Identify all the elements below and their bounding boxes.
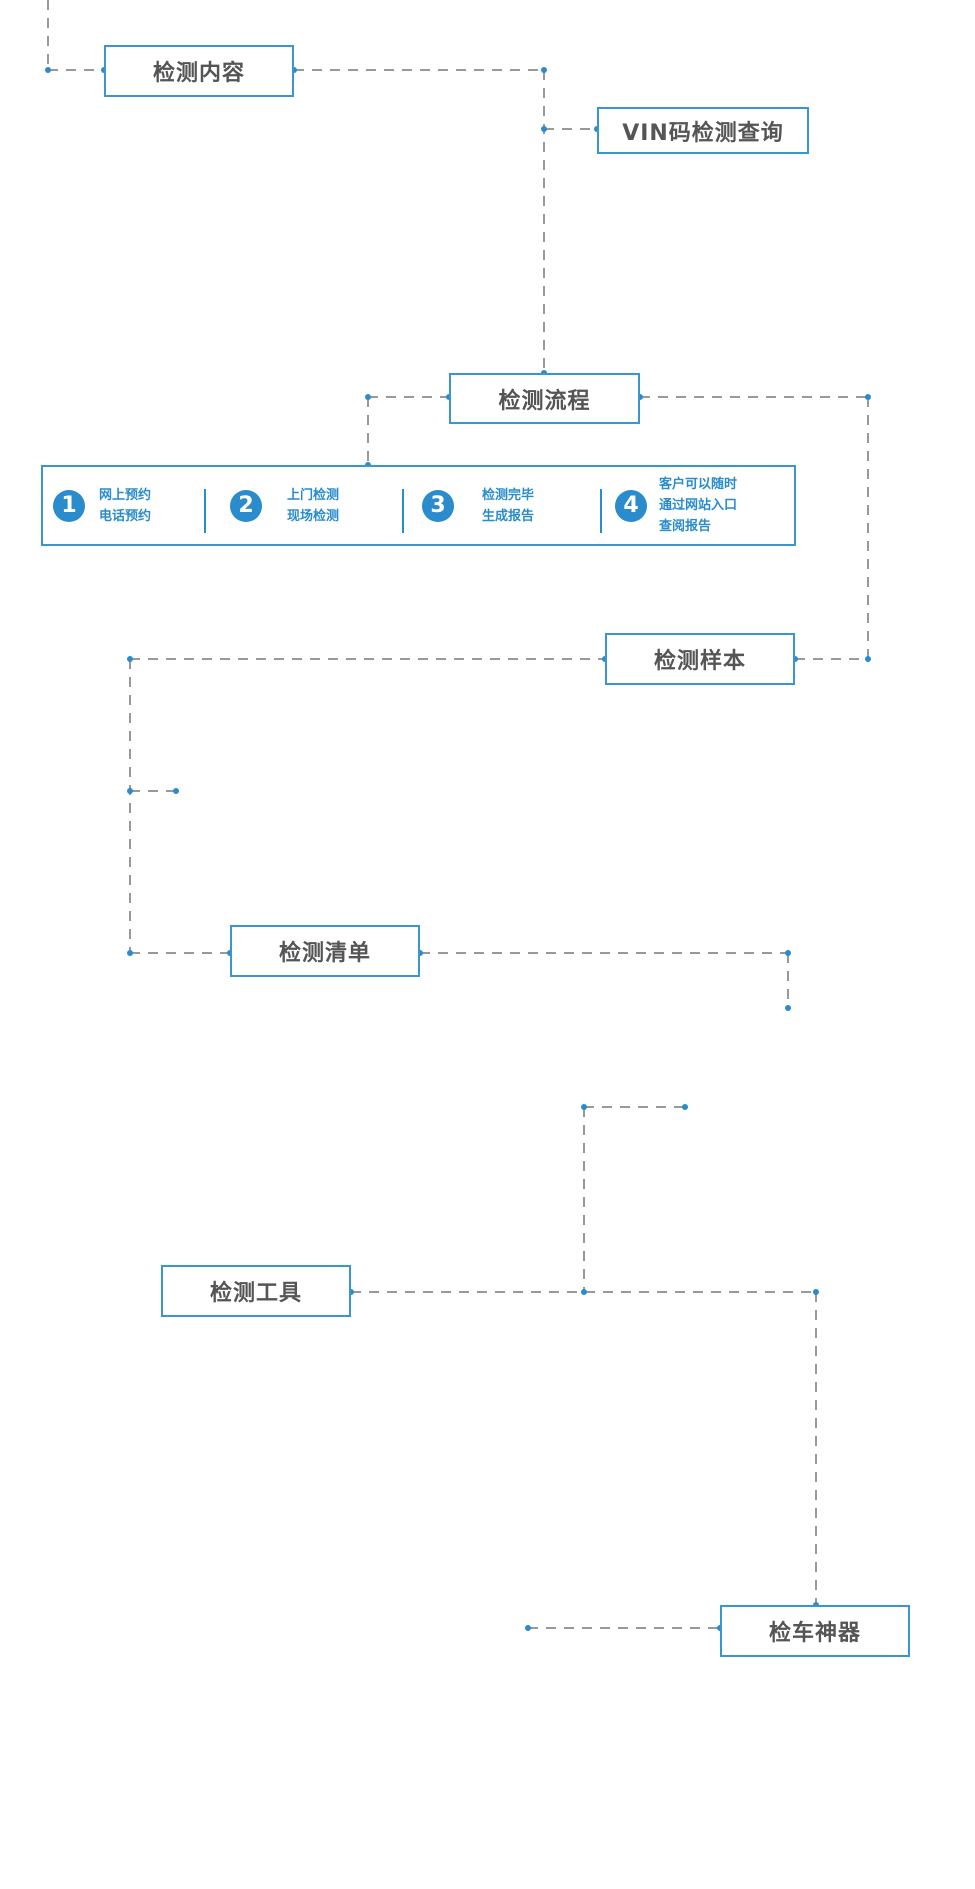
step-number-2: 2 bbox=[230, 489, 262, 522]
node-sample: 检测样本 bbox=[605, 633, 795, 685]
process-step-4: 4 客户可以随时 通过网站入口 查阅报告 bbox=[615, 467, 737, 544]
connector-dot bbox=[581, 1289, 587, 1295]
step-3-text: 检测完毕 生成报告 bbox=[482, 485, 534, 527]
step-2-line-1: 上门检测 bbox=[287, 487, 340, 503]
connector-dot bbox=[865, 394, 871, 400]
node-car-device: 检车神器 bbox=[720, 1605, 910, 1657]
connector-dot bbox=[865, 656, 871, 662]
node-vin-query: VIN码检测查询 bbox=[597, 107, 809, 154]
connector-dot bbox=[365, 394, 371, 400]
node-checklist: 检测清单 bbox=[230, 925, 420, 977]
step-1-text: 网上预约 电话预约 bbox=[99, 485, 151, 527]
process-step-2: 2 上门检测 现场检测 bbox=[230, 467, 339, 544]
node-tools: 检测工具 bbox=[161, 1265, 351, 1317]
node-content: 检测内容 bbox=[104, 45, 294, 97]
step-number-4: 4 bbox=[615, 489, 647, 522]
connector-dot bbox=[785, 1005, 791, 1011]
step-1-line-2: 电话预约 bbox=[99, 508, 152, 524]
connector-dot bbox=[785, 950, 791, 956]
connector-dot bbox=[682, 1104, 688, 1110]
step-divider bbox=[600, 489, 602, 533]
step-number-3: 3 bbox=[422, 489, 454, 522]
connector-dot bbox=[581, 1104, 587, 1110]
connector-dot bbox=[173, 788, 179, 794]
step-4-text: 客户可以随时 通过网站入口 查阅报告 bbox=[659, 474, 737, 537]
step-3-line-1: 检测完毕 bbox=[482, 487, 535, 503]
process-steps-panel: 1 网上预约 电话预约 2 上门检测 现场检测 3 检测完毕 生成报告 4 客户… bbox=[41, 465, 796, 546]
step-4-line-2: 通过网站入口 bbox=[659, 498, 738, 513]
step-3-line-2: 生成报告 bbox=[482, 508, 535, 524]
connector-dot bbox=[541, 67, 547, 73]
step-4-line-3: 查阅报告 bbox=[659, 519, 712, 534]
process-step-1: 1 网上预约 电话预约 bbox=[53, 467, 151, 544]
step-4-line-1: 客户可以随时 bbox=[659, 477, 738, 492]
step-divider bbox=[402, 489, 404, 533]
connector-dot bbox=[525, 1625, 531, 1631]
step-2-line-2: 现场检测 bbox=[287, 508, 340, 524]
connector-dot bbox=[541, 126, 547, 132]
connector-dot bbox=[45, 67, 51, 73]
connector-dot bbox=[127, 950, 133, 956]
step-number-1: 1 bbox=[53, 489, 85, 522]
step-1-line-1: 网上预约 bbox=[99, 487, 152, 503]
process-step-3: 3 检测完毕 生成报告 bbox=[422, 467, 534, 544]
node-process: 检测流程 bbox=[449, 373, 640, 424]
step-2-text: 上门检测 现场检测 bbox=[287, 485, 339, 527]
connector-dot bbox=[127, 788, 133, 794]
step-divider bbox=[204, 489, 206, 533]
connector-dot bbox=[127, 656, 133, 662]
connector-dot bbox=[813, 1289, 819, 1295]
